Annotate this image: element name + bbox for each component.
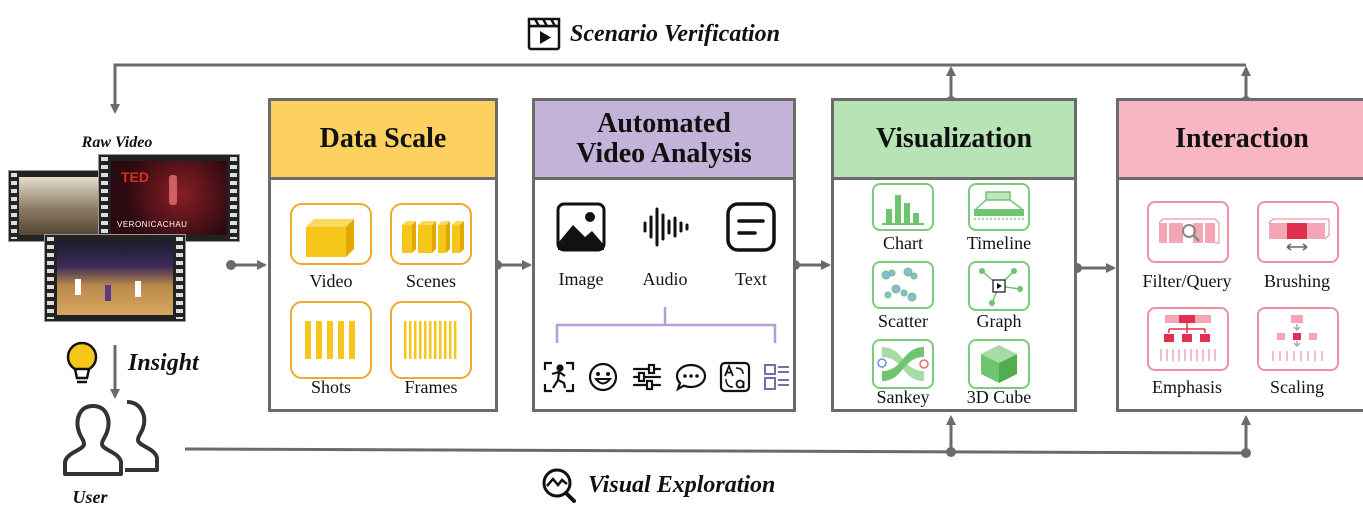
- data-scale-item-scenes-label: Scenes: [406, 271, 456, 291]
- scenario-verification: Scenario Verification: [526, 14, 780, 54]
- text-icon: [726, 202, 776, 252]
- graph-icon: [979, 268, 1023, 306]
- search-trend-icon: [542, 468, 576, 503]
- timeline-icon: [974, 191, 1024, 220]
- text-label: Text: [735, 269, 767, 289]
- interaction-panel: Interaction Filter/Query Brushing: [1116, 98, 1363, 412]
- audio-label: Audio: [642, 269, 688, 289]
- ocr-icon: [719, 361, 751, 393]
- image-label: Image: [558, 269, 604, 289]
- audio-waveform-icon: [643, 207, 689, 247]
- filter-query-icon: [1158, 218, 1220, 244]
- vis-item-chart-label: Chart: [883, 233, 923, 253]
- data-scale-panel: Data Scale Video Scenes Shot: [268, 98, 498, 412]
- int-item-scaling-label: Scaling: [1270, 377, 1324, 397]
- interaction-title: Interaction: [1175, 123, 1309, 154]
- data-scale-item-scenes[interactable]: [390, 203, 472, 265]
- visual-exploration-label: Visual Exploration: [588, 471, 776, 498]
- brushing-icon: [1268, 218, 1330, 251]
- vis-item-timeline[interactable]: [968, 183, 1030, 231]
- sankey-icon: [877, 347, 929, 381]
- raw-video-frame-text: VERONICACHAU: [117, 220, 188, 229]
- data-scale-item-video-label: Video: [309, 271, 353, 291]
- vis-item-scatter-label: Scatter: [878, 311, 928, 331]
- users-icon: [63, 400, 159, 476]
- vis-item-cube-label: 3D Cube: [966, 387, 1032, 407]
- data-scale-item-frames-label: Frames: [404, 377, 458, 397]
- int-item-filter-query-label: Filter/Query: [1142, 271, 1232, 291]
- vis-item-graph-label: Graph: [976, 311, 1022, 331]
- data-scale-title: Data Scale: [319, 123, 447, 154]
- analysis-title-line2: Video Analysis: [576, 138, 752, 169]
- frames-icon: [404, 321, 457, 359]
- vis-item-graph[interactable]: [968, 261, 1030, 311]
- video-block-icon: [306, 219, 354, 257]
- vis-item-scatter[interactable]: [872, 261, 934, 309]
- bar-chart-icon: [882, 195, 924, 225]
- data-scale-item-video[interactable]: [290, 203, 372, 265]
- analysis-header: Automated Video Analysis: [535, 101, 793, 180]
- data-scale-item-shots[interactable]: [290, 301, 372, 379]
- data-scale-item-frames[interactable]: [390, 301, 472, 379]
- scatter-icon: [881, 267, 918, 302]
- visual-exploration: Visual Exploration: [540, 465, 775, 505]
- user-label: User: [72, 487, 108, 507]
- sliders-icon: [632, 363, 662, 391]
- interaction-header: Interaction: [1119, 101, 1363, 180]
- clapperboard-icon: [527, 17, 561, 51]
- film-strip-ted: TED VERONICACHAU: [98, 154, 240, 242]
- vis-item-timeline-label: Timeline: [966, 233, 1032, 253]
- lightbulb-icon: [66, 341, 98, 384]
- int-item-brushing-label: Brushing: [1263, 271, 1330, 291]
- int-item-emphasis-label: Emphasis: [1152, 377, 1222, 397]
- vis-item-cube[interactable]: [968, 339, 1030, 389]
- raw-video-title: Raw Video: [81, 134, 153, 151]
- cube-icon: [981, 345, 1017, 383]
- vis-item-chart[interactable]: [872, 183, 934, 231]
- visualization-panel: Visualization Chart Timeline Sca: [831, 98, 1077, 412]
- data-scale-item-shots-label: Shots: [310, 377, 352, 397]
- scaling-icon: [1272, 315, 1323, 361]
- pose-detection-icon: [543, 361, 575, 393]
- visualization-title: Visualization: [875, 123, 1033, 154]
- scenes-icon: [402, 221, 464, 253]
- analysis-task-icons: [543, 357, 791, 397]
- shots-icon: [305, 321, 355, 359]
- layout-icon: [764, 364, 789, 390]
- film-strip-basketball: [44, 234, 186, 322]
- emotion-icon: [588, 362, 618, 392]
- scenario-verification-label: Scenario Verification: [570, 20, 781, 47]
- data-scale-header: Data Scale: [271, 101, 495, 180]
- emphasis-icon: [1160, 315, 1216, 361]
- visualization-header: Visualization: [834, 101, 1074, 180]
- modality-bracket: [555, 307, 777, 343]
- image-icon: [556, 202, 606, 252]
- int-item-brushing[interactable]: [1257, 201, 1339, 263]
- int-item-emphasis[interactable]: [1147, 307, 1229, 371]
- int-item-filter-query[interactable]: [1147, 201, 1229, 263]
- int-item-scaling[interactable]: [1257, 307, 1339, 371]
- analysis-title-line1: Automated: [597, 108, 731, 139]
- analysis-panel: Automated Video Analysis Image Audio Tex…: [532, 98, 796, 412]
- insight-label: Insight: [128, 350, 199, 376]
- vis-item-sankey[interactable]: [872, 339, 934, 389]
- speech-bubble-icon: [675, 363, 707, 392]
- vis-item-sankey-label: Sankey: [876, 387, 930, 407]
